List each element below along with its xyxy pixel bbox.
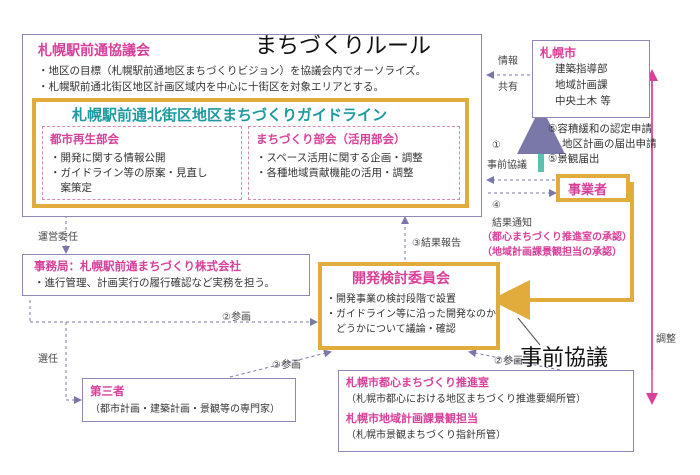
town-section-title: まちづくり部会（活用部会） <box>256 132 406 146</box>
urban-section-title: 都市再生部会 <box>50 132 119 146</box>
council-bullet-2: ・札幌駅前通北街区地区計画区域内を中心に十街区を対象エリアとする。 <box>38 81 384 93</box>
participation-label-2: ②参画 <box>272 360 301 371</box>
secretariat-box <box>22 254 310 296</box>
town-bullet-2: ・各種地域貢献機能の活用・調整 <box>256 167 414 179</box>
coordination-label: 調整 <box>656 334 676 345</box>
result-notice-num: ④ <box>492 200 501 211</box>
committee-box <box>318 262 500 350</box>
info-share-label-1: 情報 <box>498 56 518 67</box>
info-share-label-2: 共有 <box>498 82 518 93</box>
committee-bullet-2: ・ガイドライン等に沿った開発なのか <box>326 309 496 320</box>
rule-annotation: まちづくりルール <box>255 34 432 59</box>
result-report-label: ③結果報告 <box>412 238 461 249</box>
procedure-3: ⑤景観届出 <box>548 153 600 165</box>
third-party-title: 第三者 <box>90 384 125 398</box>
prior-consult-num: ① <box>492 140 501 151</box>
town-section-box <box>248 126 460 200</box>
result-notice-line-1: （都心まちづくり推進室の承認） <box>482 232 632 243</box>
urban-bullet-3: 案策定 <box>50 182 92 194</box>
council-title: 札幌駅前通協議会 <box>38 43 150 59</box>
result-notice-line-2: （地域計画課景観担当の承認） <box>482 247 622 258</box>
city-line-1: 建築指導部 <box>555 63 608 75</box>
city-box <box>532 40 650 118</box>
town-bullet-1: ・スペース活用に関する企画・調整 <box>256 152 423 164</box>
guideline-title: 札幌駅前通北街区地区まちづくりガイドライン <box>72 106 388 124</box>
result-notice-label: 結果通知 <box>492 218 532 229</box>
participation-label-3: ②参画 <box>494 356 523 367</box>
city-offices-box <box>338 370 634 452</box>
committee-title: 開発検討委員会 <box>352 271 450 287</box>
urban-bullet-1: ・開発に関する情報公開 <box>50 152 166 164</box>
urban-bullet-2: ・ガイドライン等の原案・見直し <box>50 167 208 179</box>
city-title: 札幌市 <box>540 46 577 60</box>
committee-bullet-1: ・開発事業の検討段階で設置 <box>326 294 456 305</box>
office-1-title: 札幌市都心まちづくり推進室 <box>346 376 489 389</box>
office-1-sub: （札幌市都心における地区まちづくり推進要綱所管） <box>346 394 586 405</box>
operator-label: 事業者 <box>568 183 608 198</box>
procedure-2: 地区計画の届出申請 <box>562 138 657 150</box>
city-line-2: 地域計画課 <box>555 79 608 91</box>
committee-bullet-3: どうかについて議論・確認 <box>326 324 456 335</box>
operator-box <box>556 174 630 202</box>
procedure-1: ⑤容積緩和の認定申請 <box>548 123 652 135</box>
participation-label-1: ②参画 <box>222 312 251 323</box>
secretariat-title: 事務局：札幌駅前通まちづくり株式会社 <box>34 259 241 273</box>
third-party-body: （都市計画・建築計画・景観等の専門家） <box>90 404 280 415</box>
city-line-3: 中央土木 等 <box>555 95 611 107</box>
operation-label: 運営委任 <box>38 232 78 243</box>
council-bullet-1: ・地区の目標（札幌駅前通地区まちづくりビジョン）を協議会内でオーソライズ。 <box>38 65 427 77</box>
urban-section-box <box>42 126 242 200</box>
office-2-title: 札幌市地域計画課景観担当 <box>346 412 478 425</box>
secretariat-bullet: ・進行管理、計画実行の履行確認など実務を担う。 <box>34 277 275 289</box>
selection-label: 選任 <box>38 354 58 365</box>
third-party-box <box>82 378 296 422</box>
prior-consult-label: 事前協議 <box>487 160 527 171</box>
office-2-sub: （札幌市景観まちづくり指針所管） <box>346 430 506 441</box>
prior-consult-annotation: 事前協議 <box>520 346 609 371</box>
